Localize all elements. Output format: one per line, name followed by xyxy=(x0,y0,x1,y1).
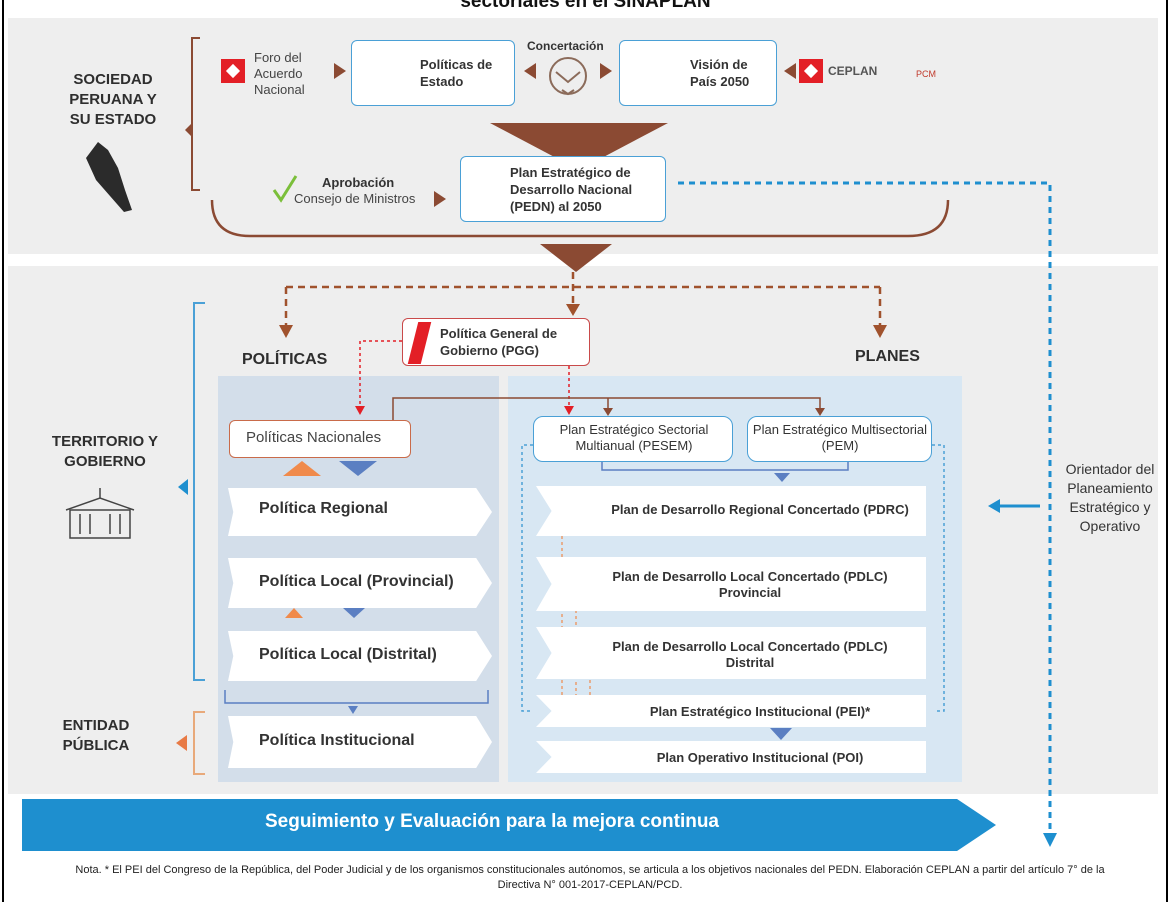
pcm-logo: PCM xyxy=(916,69,936,79)
politica-distrital-chevron xyxy=(228,631,492,681)
pgg-label: Política General de Gobierno (PGG) xyxy=(440,326,558,358)
pdlc-distrital-label: Plan de Desarrollo Local Concertado (PDL… xyxy=(612,639,888,670)
vision-card xyxy=(619,40,777,106)
ceplan-logo: CEPLAN xyxy=(828,64,878,78)
politica-distrital-label: Política Local (Distrital) xyxy=(259,646,437,663)
frame-right xyxy=(1166,0,1168,902)
diagram-heading: sectoriales en el SINAPLAN xyxy=(460,0,711,12)
aprobacion-label: Aprobación xyxy=(322,175,395,190)
pesem-to-pei xyxy=(521,444,533,712)
pesem-pem-bracket xyxy=(601,462,849,471)
arrow-foro xyxy=(334,63,346,79)
peru-map-icon xyxy=(86,142,132,212)
funnel-arrow-2 xyxy=(540,244,612,272)
handshake-icon xyxy=(549,57,587,96)
arrow-vision-left xyxy=(784,63,796,79)
pei-row xyxy=(536,695,926,727)
politica-institucional-chevron xyxy=(228,716,492,768)
orientador-label: Orientador del Planeamiento Estratégico … xyxy=(1065,461,1155,534)
bracket-entidad xyxy=(193,711,205,775)
politicas-nacionales-card xyxy=(229,420,411,458)
politicas-bracket-arrow xyxy=(348,706,358,714)
split-right-arrow xyxy=(873,325,887,338)
politicas-estado-card xyxy=(351,40,515,106)
consejo-label: Consejo de Ministros xyxy=(294,191,416,206)
pgg-to-pn-arrow xyxy=(355,406,365,415)
pem-to-pei xyxy=(932,444,945,712)
politicas-estado-label: Políticas de Estado xyxy=(420,57,493,89)
pesem-label: Plan Estratégico Sectorial Multianual (P… xyxy=(559,422,709,453)
tri-up-1 xyxy=(283,461,321,476)
nota-text: Nota. * El PEI del Congreso de la Repúbl… xyxy=(75,864,1105,891)
pn-to-pem-arrow xyxy=(815,408,825,416)
arrow-consejo xyxy=(434,191,446,207)
split-center-arrow xyxy=(566,304,580,316)
tri-up-3 xyxy=(285,608,303,618)
politica-provincial-chevron xyxy=(228,558,492,608)
bracket-entidad-point xyxy=(176,735,187,751)
bracket-sociedad-point xyxy=(185,122,193,138)
pesem-card xyxy=(533,416,733,462)
pem-card xyxy=(747,416,932,462)
arrow-concert-right xyxy=(600,63,612,79)
section-territorio: TERRITORIO Y GOBIERNO xyxy=(51,433,159,470)
frame-left xyxy=(2,0,4,902)
politica-regional-chevron xyxy=(228,488,492,536)
pesem-pem-arrow xyxy=(774,473,790,482)
poi-label: Plan Operativo Institucional (POI) xyxy=(656,750,864,765)
politica-regional-label: Política Regional xyxy=(259,500,388,517)
pdlc-distrital-row xyxy=(536,627,926,679)
tri-down-1 xyxy=(339,461,377,476)
pedn-card xyxy=(460,156,666,222)
vision-label: Visión de País 2050 xyxy=(690,57,750,89)
pn-to-pesem-arrow xyxy=(603,408,613,416)
planes-heading: PLANES xyxy=(855,348,920,365)
bracket-pedn xyxy=(210,199,950,238)
section-entidad: ENTIDAD PÚBLICA xyxy=(62,717,130,754)
foro-label: Foro del Acuerdo Nacional xyxy=(254,50,305,97)
seguimiento-arrow xyxy=(22,799,996,851)
pedn-label: Plan Estratégico de Desarrollo Nacional … xyxy=(510,165,633,214)
check-icon xyxy=(272,175,298,203)
government-building-icon xyxy=(65,488,135,539)
orientador-arrow-down xyxy=(1043,833,1057,847)
pgg-to-pesem-arrow xyxy=(564,406,574,415)
pdrc-to-pei xyxy=(561,509,602,719)
bracket-territorio-point xyxy=(178,479,188,495)
pn-to-pem xyxy=(392,397,821,420)
pdrc-row xyxy=(536,486,926,536)
politicas-nacionales-label: Políticas Nacionales xyxy=(246,429,382,446)
pdlc-provincial-row xyxy=(536,557,926,611)
tri-down-3 xyxy=(343,608,365,618)
pei-label: Plan Estratégico Institucional (PEI)* xyxy=(649,704,871,719)
pdrc-label: Plan de Desarrollo Regional Concertado (… xyxy=(611,502,909,517)
pgg-to-pn xyxy=(359,340,402,408)
plan-tri-down-3 xyxy=(770,728,792,740)
funnel-arrow-1 xyxy=(490,123,668,170)
poi-row xyxy=(536,741,926,773)
politicas-bracket xyxy=(224,690,489,704)
section-sociedad: SOCIEDAD PERUANA Y SU ESTADO xyxy=(69,71,157,128)
seguimiento-label: Seguimiento y Evaluación para la mejora … xyxy=(264,811,719,832)
politicas-heading: POLÍTICAS xyxy=(242,351,328,368)
bracket-sociedad xyxy=(191,37,200,191)
vision-logo-icon xyxy=(799,59,823,83)
pem-label: Plan Estratégico Multisectorial (PEM) xyxy=(752,422,928,453)
concertacion-label: Concertación xyxy=(527,39,604,53)
split-left-arrow xyxy=(279,325,293,338)
orientador-line xyxy=(678,181,1052,835)
politica-institucional-label: Política Institucional xyxy=(259,732,415,749)
politica-provincial-label: Política Local (Provincial) xyxy=(259,573,454,590)
arrow-concert-left xyxy=(524,63,536,79)
pgg-card xyxy=(402,318,590,366)
orientador-arrow-left xyxy=(988,499,1000,513)
pdlc-provincial-label: Plan de Desarrollo Local Concertado (PDL… xyxy=(612,569,888,600)
foro-logo-icon xyxy=(221,59,245,83)
bracket-territorio xyxy=(193,302,205,681)
